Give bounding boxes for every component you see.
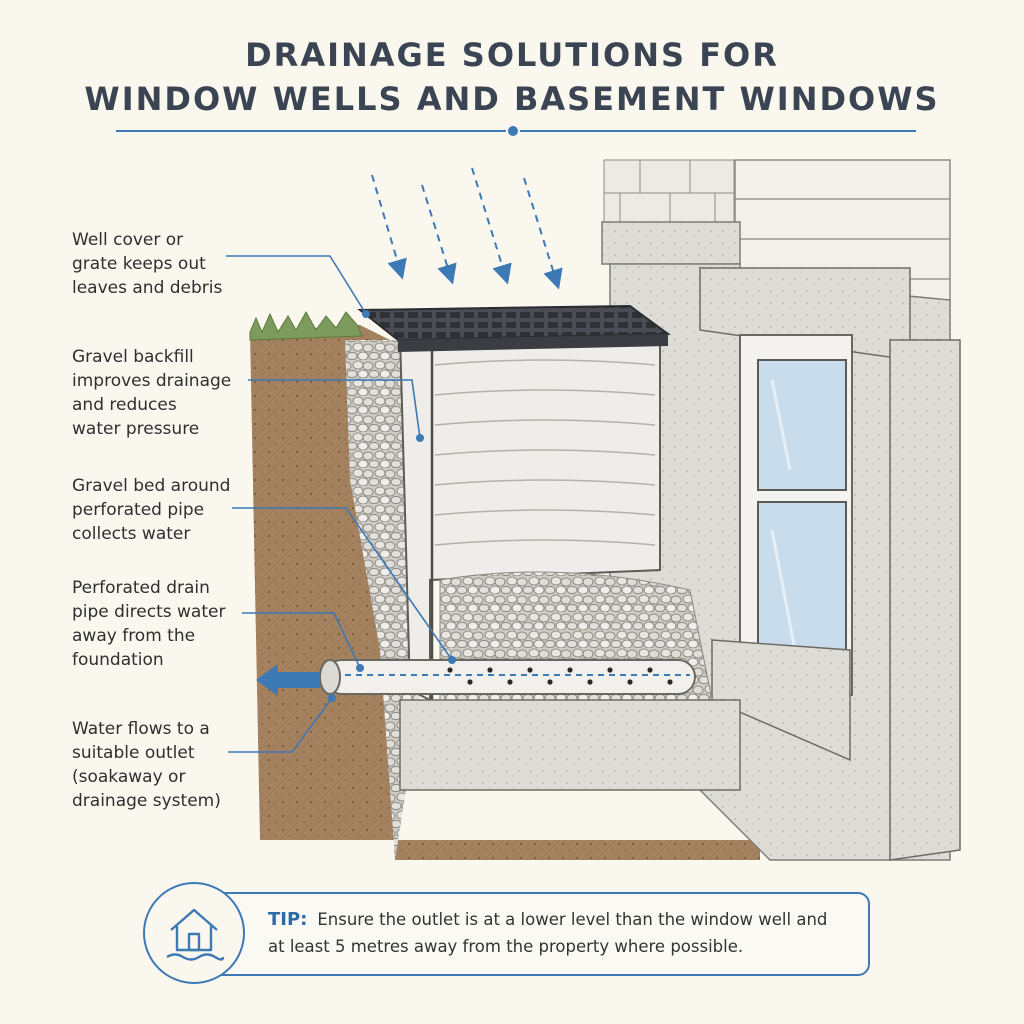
callout-well-cover: Well cover or grate keeps out leaves and… (72, 230, 223, 298)
tip-icon-badge (143, 882, 245, 984)
title-line-2: WINDOW WELLS AND BASEMENT WINDOWS (84, 80, 940, 118)
callout-outlet: Water flows to a suitable outlet (soakaw… (72, 719, 221, 811)
window-sill (711, 639, 851, 762)
well-grate (357, 304, 671, 352)
callout-gravel-bed: Gravel bed around perforated pipe collec… (72, 476, 231, 544)
title-line-1: DRAINAGE SOLUTIONS FOR (245, 36, 779, 74)
callout-leaders (226, 255, 453, 753)
grass (249, 310, 363, 341)
wall-sill-top (601, 221, 741, 265)
footing (399, 699, 741, 791)
title-divider-dot (508, 126, 518, 136)
callout-leader-dots (328, 310, 456, 702)
tip-body: Ensure the outlet is at a lower level th… (268, 910, 828, 956)
brick-course (603, 159, 735, 226)
tip-label: TIP: (268, 909, 308, 930)
wall-pillar (889, 339, 961, 861)
title-divider-left (116, 130, 506, 132)
callout-gravel-backfill: Gravel backfill improves drainage and re… (72, 347, 232, 439)
tip-box (186, 892, 870, 976)
title-divider-right (520, 130, 916, 132)
callout-perforated-pipe: Perforated drain pipe directs water away… (72, 578, 226, 670)
tip-text-block: TIP:Ensure the outlet is at a lower leve… (268, 906, 848, 960)
perforated-pipe (319, 659, 696, 695)
outflow-arrow-icon (256, 664, 320, 696)
house-water-icon (166, 908, 225, 961)
basement-window (739, 334, 853, 696)
rain-arrows-icon (371, 167, 563, 290)
